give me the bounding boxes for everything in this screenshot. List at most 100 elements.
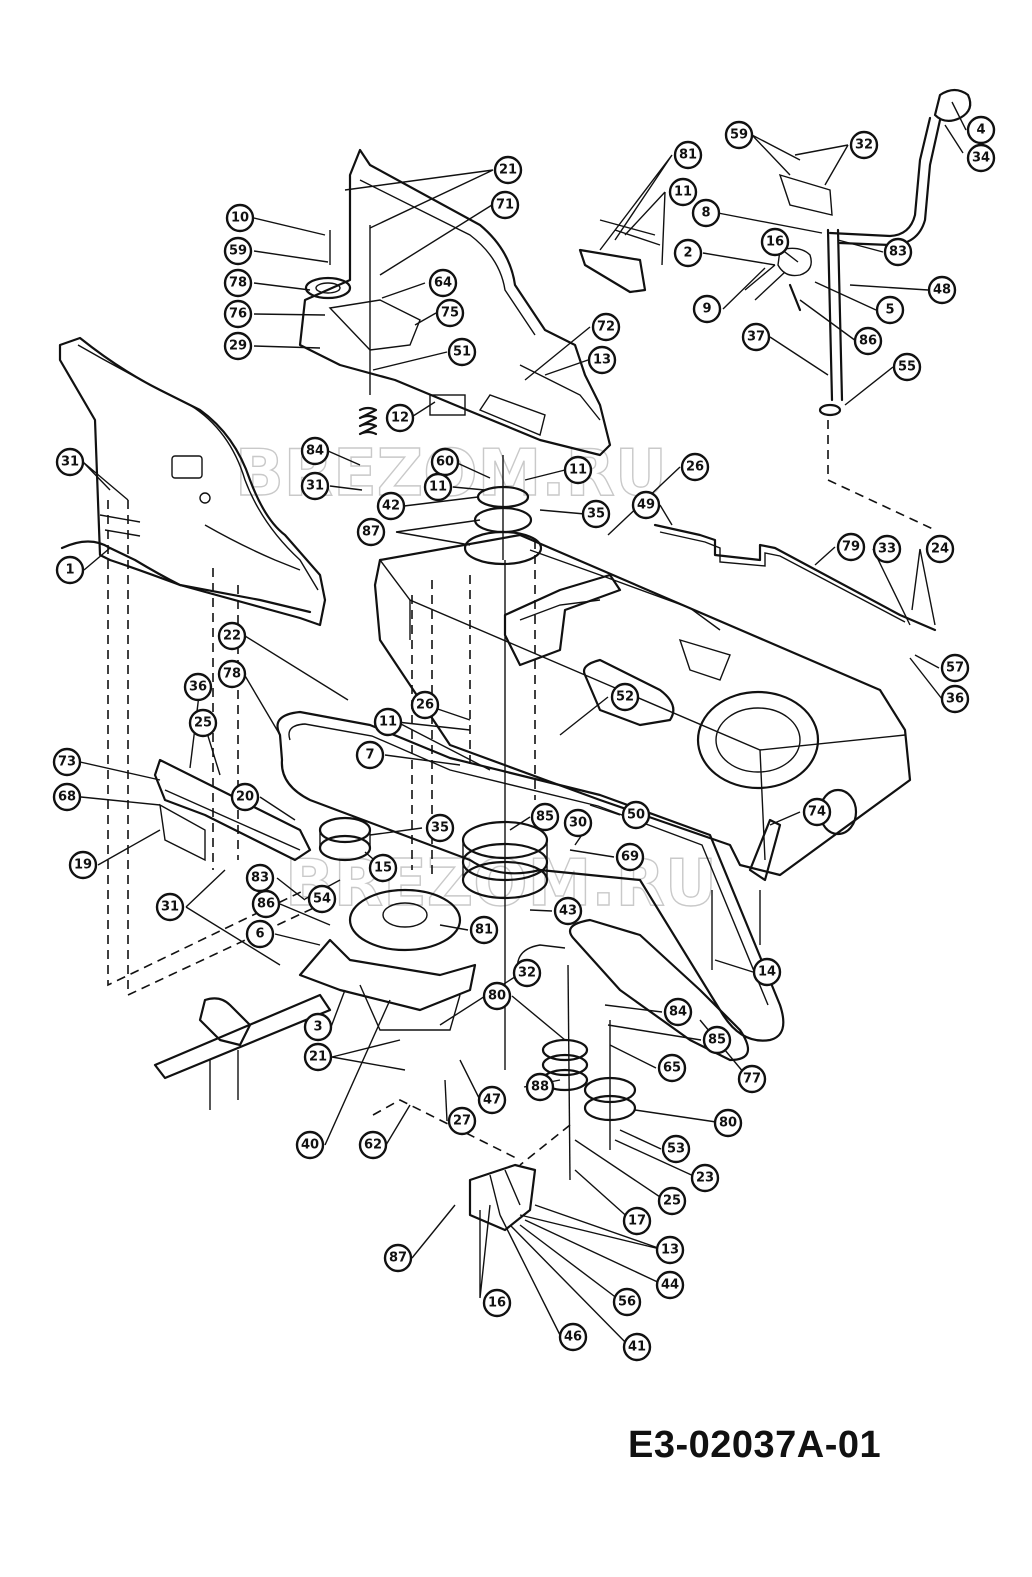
callout-circle xyxy=(155,892,185,922)
callout-41: 41 xyxy=(622,1332,652,1362)
callout-1: 1 xyxy=(55,555,85,585)
callout-73: 73 xyxy=(52,747,82,777)
callout-circle xyxy=(553,896,583,926)
callout-number: 34 xyxy=(972,151,990,166)
callout-6: 6 xyxy=(245,919,275,949)
leader-lines xyxy=(79,101,967,1348)
callout-number: 31 xyxy=(61,455,79,470)
callout-number: 12 xyxy=(391,411,409,426)
callout-number: 25 xyxy=(663,1194,681,1209)
callout-80: 80 xyxy=(482,981,512,1011)
callout-3: 3 xyxy=(303,1012,333,1042)
callout-circle xyxy=(892,352,922,382)
callout-number: 86 xyxy=(859,334,877,349)
callout-circle xyxy=(525,1072,555,1102)
callout-circle xyxy=(702,1025,732,1055)
callout-11: 11 xyxy=(563,455,593,485)
callout-circle xyxy=(493,155,523,185)
callout-number: 47 xyxy=(483,1093,501,1108)
callout-56: 56 xyxy=(612,1287,642,1317)
callout-number: 75 xyxy=(441,306,459,321)
callout-10: 10 xyxy=(225,203,255,233)
callout-number: 84 xyxy=(669,1005,687,1020)
callout-circle xyxy=(356,517,386,547)
callout-25: 25 xyxy=(657,1186,687,1216)
callout-number: 32 xyxy=(855,138,873,153)
callout-circle xyxy=(668,177,698,207)
callout-circle xyxy=(849,130,879,160)
callout-29: 29 xyxy=(223,331,253,361)
callout-circle xyxy=(713,1108,743,1138)
callout-16: 16 xyxy=(482,1288,512,1318)
callout-36: 36 xyxy=(183,672,213,702)
callout-number: 11 xyxy=(674,185,692,200)
callout-circle xyxy=(558,1322,588,1352)
callout-84: 84 xyxy=(663,997,693,1027)
callout-number: 3 xyxy=(313,1020,322,1035)
callout-circle xyxy=(673,238,703,268)
callout-number: 48 xyxy=(933,283,951,298)
callout-15: 15 xyxy=(368,853,398,883)
callout-number: 60 xyxy=(436,455,454,470)
callout-59: 59 xyxy=(223,236,253,266)
callout-number: 19 xyxy=(74,858,92,873)
callout-number: 9 xyxy=(702,302,711,317)
callout-circle xyxy=(563,808,593,838)
callout-number: 2 xyxy=(683,246,692,261)
callout-circle xyxy=(875,295,905,325)
callout-42: 42 xyxy=(376,491,406,521)
callout-circle xyxy=(530,802,560,832)
callout-80: 80 xyxy=(713,1108,743,1138)
callout-46: 46 xyxy=(558,1322,588,1352)
callout-79: 79 xyxy=(836,532,866,562)
callout-9: 9 xyxy=(692,294,722,324)
callout-64: 64 xyxy=(428,268,458,298)
callout-77: 77 xyxy=(737,1064,767,1094)
callout-number: 29 xyxy=(229,339,247,354)
callout-number: 43 xyxy=(559,904,577,919)
callout-71: 71 xyxy=(490,190,520,220)
callout-number: 13 xyxy=(593,353,611,368)
callout-circle xyxy=(691,198,721,228)
callout-32: 32 xyxy=(512,958,542,988)
callout-circle xyxy=(383,1243,413,1273)
callout-number: 41 xyxy=(628,1340,646,1355)
callout-number: 16 xyxy=(766,235,784,250)
callout-27: 27 xyxy=(447,1106,477,1136)
callout-circle xyxy=(358,1130,388,1160)
callout-number: 22 xyxy=(223,629,241,644)
callout-76: 76 xyxy=(223,299,253,329)
callout-74: 74 xyxy=(802,797,832,827)
callout-circle xyxy=(680,452,710,482)
callout-circle xyxy=(223,268,253,298)
callout-number: 14 xyxy=(758,965,776,980)
callout-circle xyxy=(737,1064,767,1094)
callout-number: 42 xyxy=(382,499,400,514)
callout-number: 52 xyxy=(616,690,634,705)
callout-47: 47 xyxy=(477,1085,507,1115)
callout-circle xyxy=(940,653,970,683)
callout-8: 8 xyxy=(691,198,721,228)
callout-number: 53 xyxy=(667,1142,685,1157)
callout-number: 80 xyxy=(719,1116,737,1131)
callout-number: 83 xyxy=(251,871,269,886)
callout-number: 1 xyxy=(65,563,74,578)
callout-number: 24 xyxy=(931,542,949,557)
callout-circle xyxy=(563,455,593,485)
callout-number: 69 xyxy=(621,850,639,865)
callout-21: 21 xyxy=(303,1042,333,1072)
callout-55: 55 xyxy=(892,352,922,382)
callout-2: 2 xyxy=(673,238,703,268)
callout-circle xyxy=(425,813,455,843)
callout-number: 77 xyxy=(743,1072,761,1087)
callout-circle xyxy=(217,659,247,689)
callout-circle xyxy=(802,797,832,827)
callout-circle xyxy=(307,884,337,914)
callout-number: 57 xyxy=(946,661,964,676)
drawing-code: E3-02037A-01 xyxy=(628,1424,882,1466)
callout-circle xyxy=(927,275,957,305)
callout-26: 26 xyxy=(680,452,710,482)
callout-circle xyxy=(581,499,611,529)
callout-75: 75 xyxy=(435,298,465,328)
callout-circle xyxy=(591,312,621,342)
